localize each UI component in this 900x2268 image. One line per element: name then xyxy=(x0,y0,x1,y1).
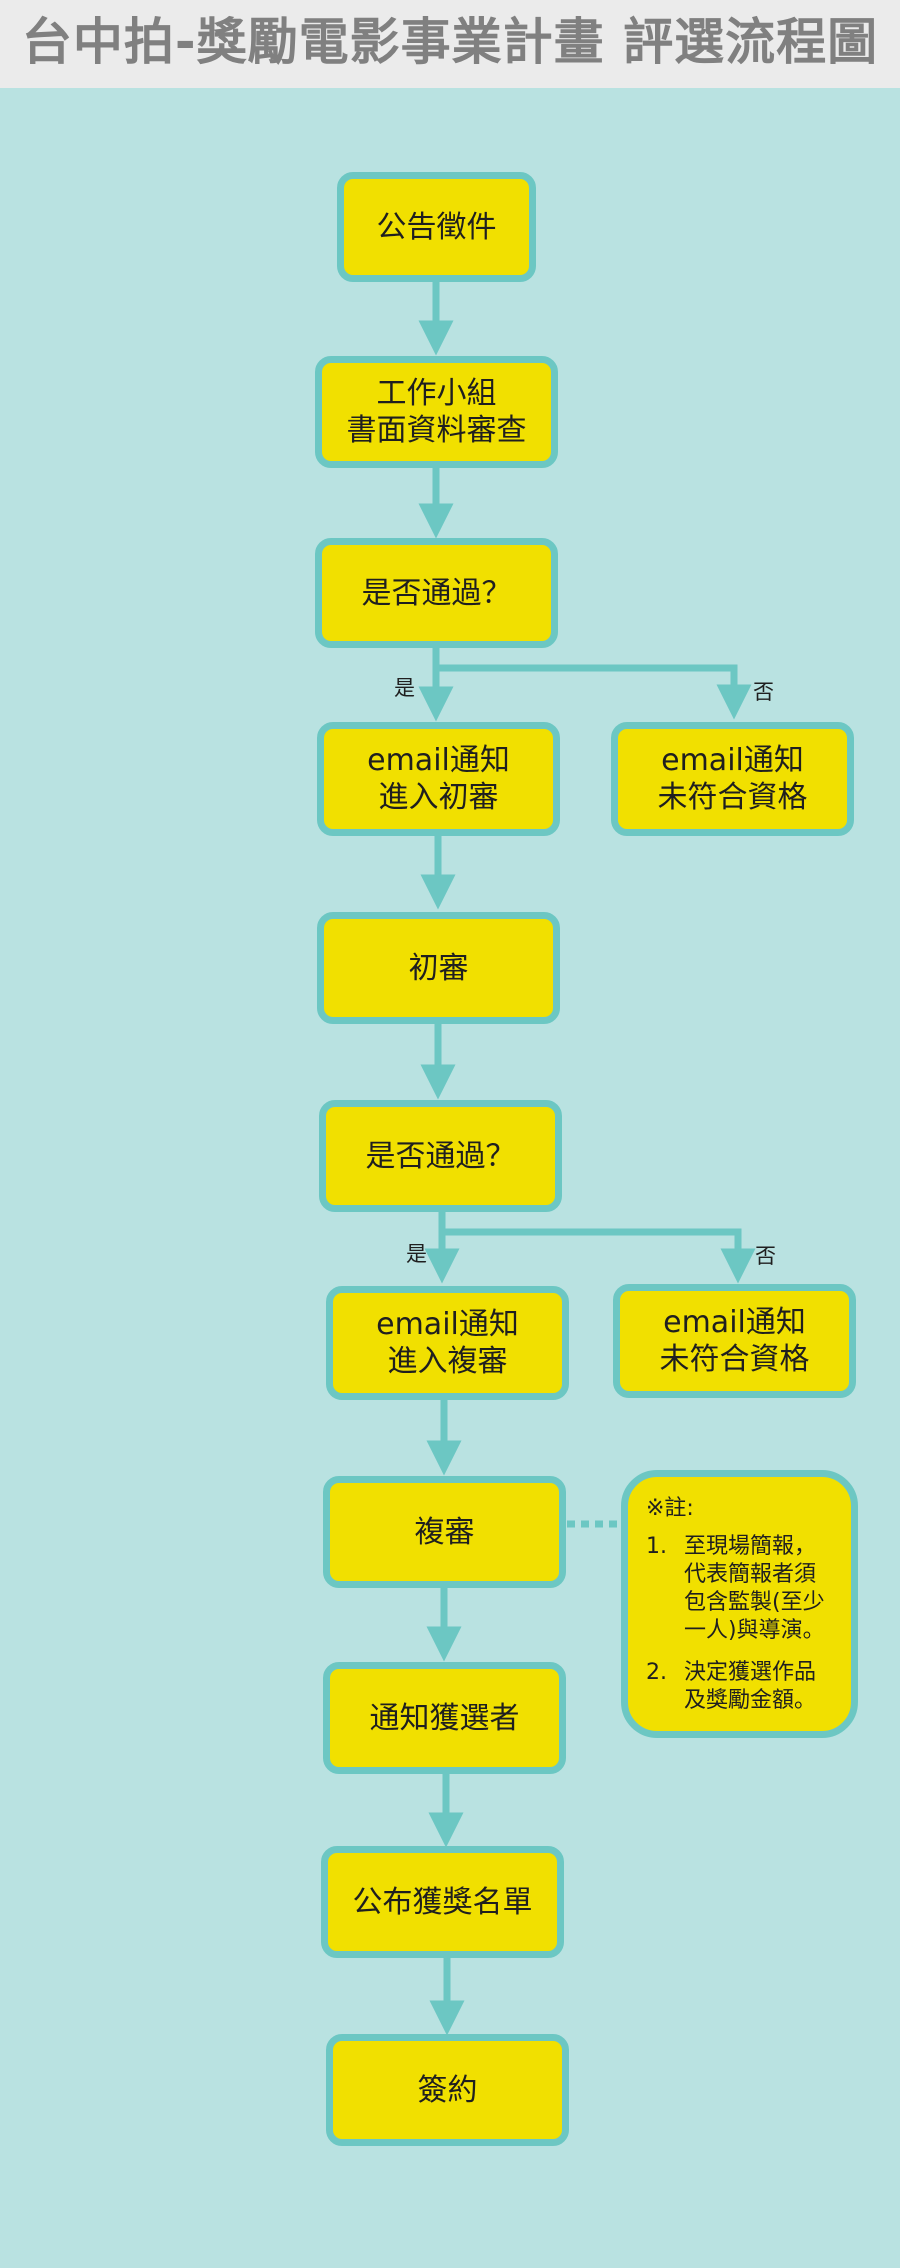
arrow-pass-q1-no xyxy=(436,664,752,720)
note-title: ※註: xyxy=(646,1496,694,1521)
node-announce-label: 公告徵件 xyxy=(376,209,497,245)
arrow-pass-q2-no xyxy=(442,1228,756,1284)
node-notify-second-line2: 進入複審 xyxy=(387,1344,508,1379)
node-publish-winner-list-label: 公布獲獎名單 xyxy=(352,1884,533,1920)
node-reject-1-line2: 未符合資格 xyxy=(657,780,808,815)
branch-label-no-2: 否 xyxy=(755,1244,776,1268)
node-prelim-review: 初審 xyxy=(317,912,560,1024)
node-notify-winners-label: 通知獲選者 xyxy=(369,1700,520,1736)
node-notify-second: email通知 進入複審 xyxy=(326,1286,569,1400)
node-contract-label: 簽約 xyxy=(417,2072,478,2108)
branch-label-yes-1: 是 xyxy=(394,676,415,700)
node-document-review-line1: 工作小組 xyxy=(376,376,497,411)
node-pass-question-1-label: 是否通過？ xyxy=(361,575,512,611)
node-pass-question-2: 是否通過？ xyxy=(319,1100,562,1212)
node-notify-second-line1: email通知 xyxy=(376,1307,519,1342)
node-reject-2-line2: 未符合資格 xyxy=(659,1342,810,1377)
note-box: ※註: 1. 至現場簡報，代表簡報者須包含監製(至少一人)與導演。 2. 決定獲… xyxy=(621,1470,858,1738)
note-item: 2. 決定獲選作品及獎勵金額。 xyxy=(646,1659,835,1715)
node-notify-winners: 通知獲選者 xyxy=(323,1662,566,1774)
node-reject-2-line1: email通知 xyxy=(663,1305,806,1340)
node-second-review: 複審 xyxy=(323,1476,566,1588)
node-prelim-review-label: 初審 xyxy=(408,950,469,986)
page-title: 台中拍-獎勵電影事業計畫 評選流程圖 xyxy=(21,13,879,71)
node-reject-1: email通知 未符合資格 xyxy=(611,722,854,836)
branch-label-yes-2: 是 xyxy=(406,1242,427,1266)
node-announce: 公告徵件 xyxy=(337,172,536,282)
note-item-text: 至現場簡報，代表簡報者須包含監製(至少一人)與導演。 xyxy=(684,1534,825,1643)
note-item-text: 決定獲選作品及獎勵金額。 xyxy=(684,1660,817,1713)
node-reject-1-line1: email通知 xyxy=(661,743,804,778)
node-document-review-line2: 書面資料審查 xyxy=(346,413,527,448)
node-publish-winner-list: 公布獲獎名單 xyxy=(321,1846,564,1958)
node-notify-prelim-line2: 進入初審 xyxy=(378,780,499,815)
node-document-review: 工作小組 書面資料審查 xyxy=(315,356,558,468)
node-contract: 簽約 xyxy=(326,2034,569,2146)
note-item-number: 2. xyxy=(646,1660,667,1685)
node-second-review-label: 複審 xyxy=(414,1514,475,1550)
node-notify-prelim: email通知 進入初審 xyxy=(317,722,560,836)
node-pass-question-2-label: 是否通過？ xyxy=(365,1138,516,1174)
node-pass-question-1: 是否通過？ xyxy=(315,538,558,648)
note-item-number: 1. xyxy=(646,1534,667,1559)
note-item: 1. 至現場簡報，代表簡報者須包含監製(至少一人)與導演。 xyxy=(646,1533,835,1645)
node-reject-2: email通知 未符合資格 xyxy=(613,1284,856,1398)
title-bar xyxy=(0,0,900,88)
branch-label-no-1: 否 xyxy=(753,680,774,704)
node-notify-prelim-line1: email通知 xyxy=(367,743,510,778)
